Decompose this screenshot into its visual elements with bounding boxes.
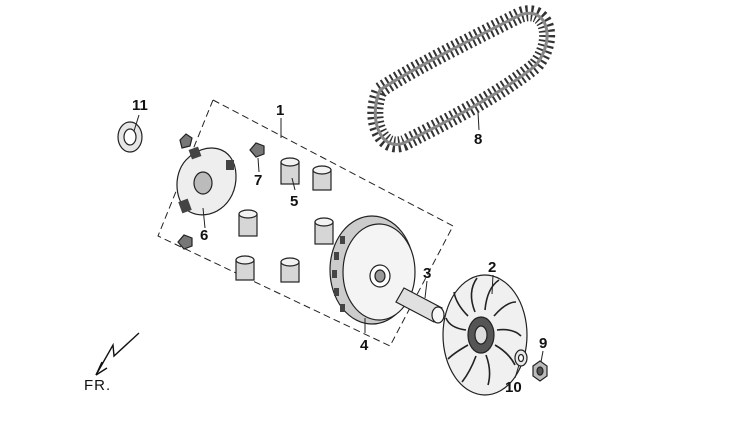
callout-2: 2: [488, 259, 496, 276]
weight-roller: [235, 255, 255, 281]
leader-line: [514, 364, 520, 379]
leader-line: [257, 157, 260, 173]
callout-8: 8: [474, 131, 482, 148]
drive-face-fan: [442, 274, 528, 396]
drive-belt: [367, 5, 556, 153]
slider-piece: [249, 142, 265, 158]
weight-roller: [238, 209, 258, 237]
slider-piece: [177, 234, 193, 250]
leader-line: [540, 350, 544, 363]
callout-4: 4: [360, 337, 369, 354]
leader-line: [291, 177, 296, 191]
weight-roller: [280, 257, 300, 283]
leader-line: [424, 280, 428, 299]
callout-10: 10: [505, 379, 522, 396]
movable-drive-face: [329, 215, 416, 325]
weight-roller: [314, 217, 334, 245]
assembly-group-box: [157, 99, 454, 347]
flange-nut: [532, 360, 548, 382]
callout-9: 9: [539, 335, 547, 352]
slider-piece: [179, 133, 193, 149]
callout-7: 7: [254, 172, 262, 189]
ramp-plate: [176, 146, 237, 216]
callout-6: 6: [200, 227, 208, 244]
weight-roller: [312, 165, 332, 191]
callout-1: 1: [276, 102, 284, 119]
callout-5: 5: [290, 193, 298, 210]
leader-line: [133, 114, 140, 132]
leader-line: [477, 111, 480, 131]
front-direction-arrow-icon: [95, 332, 140, 376]
callout-11: 11: [132, 97, 148, 114]
front-direction-label: FR.: [84, 377, 111, 394]
oil-seal: [117, 121, 143, 153]
weight-roller: [280, 157, 300, 185]
drive-face-collar: [395, 287, 445, 324]
leader-line: [202, 207, 206, 229]
callout-3: 3: [423, 265, 431, 282]
washer: [514, 349, 528, 367]
leader-line: [491, 274, 494, 295]
